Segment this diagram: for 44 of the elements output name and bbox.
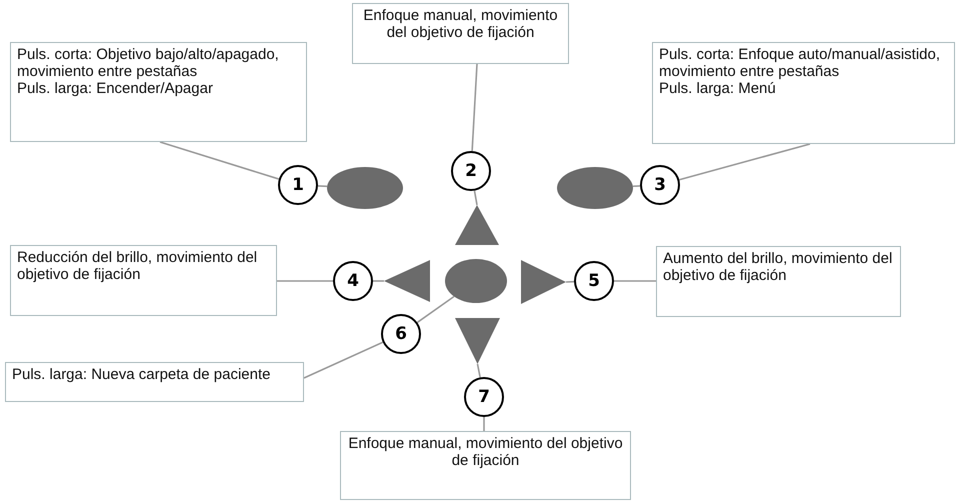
callout-number: 1: [278, 165, 318, 205]
leader-line: [318, 185, 328, 188]
oval-button: [327, 167, 403, 209]
leader-line: [632, 185, 640, 188]
leader-line: [474, 190, 478, 206]
callout-text: Puls. corta: Objetivo bajo/alto/apagado, movimiento entre pestañas: [17, 46, 280, 80]
callout-box: [340, 431, 631, 500]
leader-line: [416, 296, 454, 324]
callout-text: Reducción del brillo, movimiento del objetivo de fijación: [17, 249, 258, 283]
leader-line: [614, 280, 656, 282]
triangle-button: [521, 260, 566, 304]
leader-line: [679, 143, 810, 180]
callout-text: Puls. larga: Menú: [659, 80, 777, 97]
callout-text: Puls. corta: Enfoque auto/manual/asistido, movimiento entre pestañas: [659, 46, 942, 80]
callout-number: 3: [640, 165, 680, 205]
callout-text: Aumento del brillo, movimiento del objetivo de fijación: [663, 250, 894, 284]
callout-number: 7: [464, 377, 504, 417]
triangle-button: [455, 205, 499, 245]
callout-box: [10, 42, 307, 142]
callout-number: 5: [574, 261, 614, 301]
leader-line: [483, 417, 485, 431]
callout-text: Enfoque manual, movimiento del objetivo de fijación: [347, 435, 624, 469]
leader-line: [277, 280, 333, 282]
callout-number: 2: [451, 151, 491, 191]
callout-number: 4: [333, 261, 373, 301]
callout-box: [10, 245, 277, 316]
callout-box: [352, 3, 569, 64]
leader-line: [160, 141, 280, 180]
callout-box: [5, 362, 304, 402]
oval-button: [557, 167, 633, 209]
callout-text: Puls. larga: Nueva carpeta de paciente: [12, 366, 272, 383]
triangle-button: [455, 318, 500, 364]
leader-line: [471, 64, 478, 152]
callout-number: 6: [381, 314, 421, 354]
callout-box: [652, 42, 955, 144]
oval-button: [445, 259, 507, 303]
leader-line: [373, 280, 384, 282]
leader-line: [566, 280, 574, 283]
leader-line: [304, 342, 384, 379]
callout-box: [656, 246, 901, 317]
callout-text: Puls. larga: Encender/Apagar: [17, 80, 214, 97]
triangle-button: [384, 260, 430, 302]
leader-line: [476, 364, 481, 378]
callout-text: Enfoque manual, movimiento del objetivo de fijación: [362, 7, 559, 41]
